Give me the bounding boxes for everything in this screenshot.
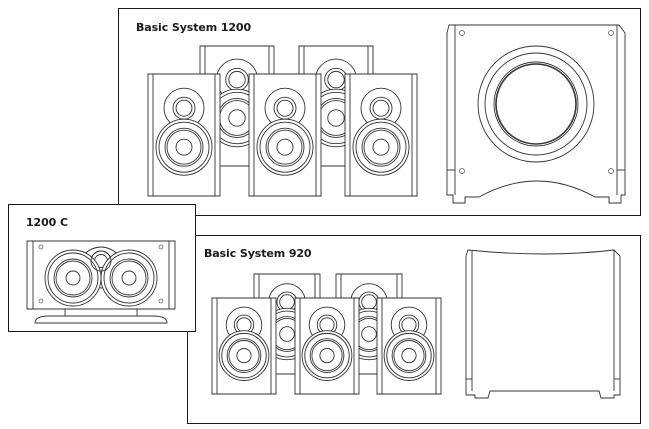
panel-1200-c: 1200 C — [8, 204, 196, 332]
center-speaker-illustration — [9, 205, 197, 333]
front-speaker-center — [295, 298, 359, 394]
woofer — [302, 331, 352, 381]
woofer — [257, 119, 313, 175]
panel-title: Basic System 1200 — [136, 21, 252, 34]
panel-basic-system-920: Basic System 920 — [187, 235, 641, 424]
center-speaker — [27, 241, 175, 323]
woofer-right — [101, 250, 157, 306]
woofer — [353, 119, 409, 175]
front-speaker-left — [148, 74, 220, 196]
front-speaker-left — [212, 298, 276, 394]
panel-basic-system-1200: Basic System 1200 — [118, 8, 641, 216]
front-speaker-center — [249, 74, 321, 196]
subwoofer-1200 — [447, 25, 625, 203]
front-speaker-right — [345, 74, 417, 196]
woofer — [156, 119, 212, 175]
system-1200-illustration — [119, 9, 642, 217]
front-speaker-right — [377, 298, 441, 394]
panel-title: 1200 C — [26, 216, 68, 229]
panel-title: Basic System 920 — [204, 247, 312, 260]
tweeter — [164, 88, 204, 128]
woofer-left — [45, 250, 101, 306]
subwoofer-920 — [466, 250, 620, 398]
system-920-illustration — [188, 236, 642, 425]
woofer — [219, 331, 269, 381]
woofer — [384, 331, 434, 381]
